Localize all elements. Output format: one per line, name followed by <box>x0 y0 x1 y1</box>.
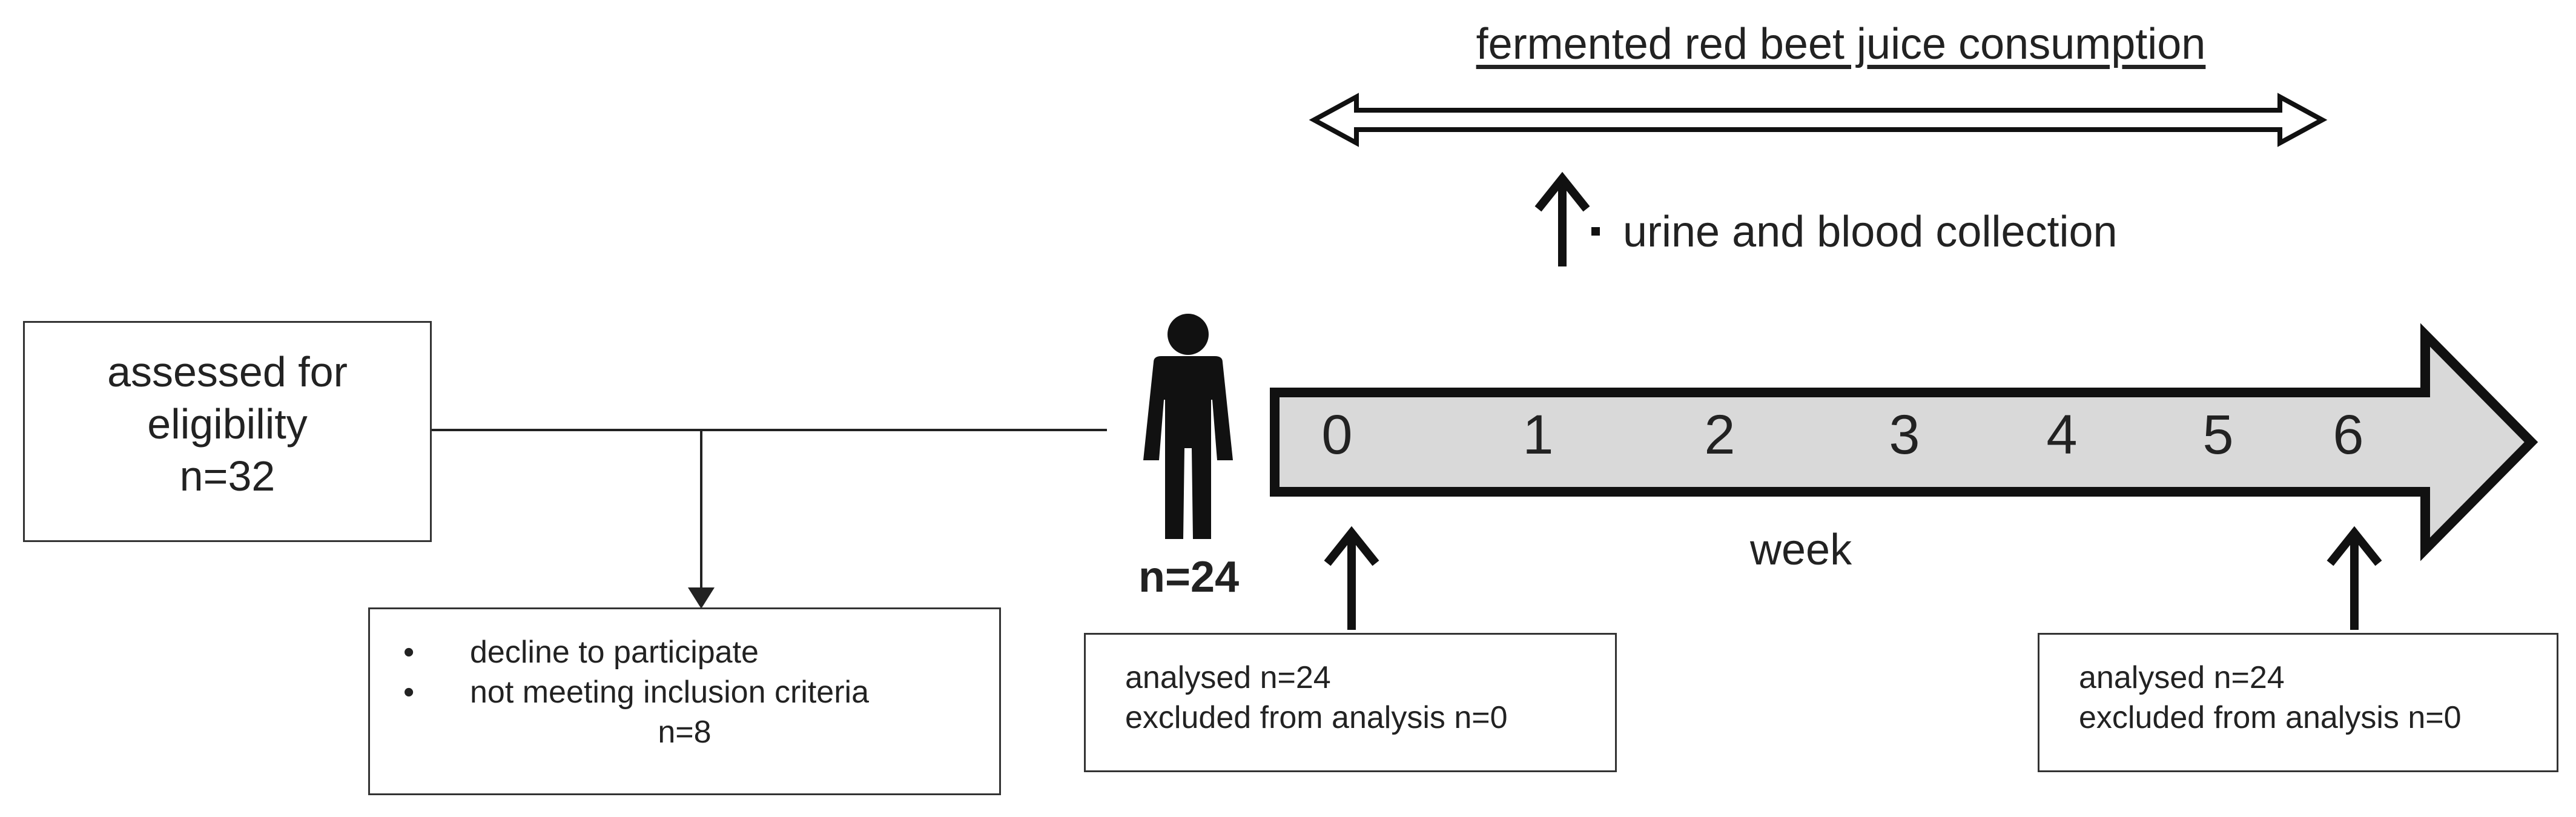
week-tick-label: 0 <box>1321 404 1353 466</box>
timeline-arrow <box>1270 323 2538 561</box>
week-tick-label: 4 <box>2046 404 2078 466</box>
enrolled-count: n=24 <box>1138 553 1240 601</box>
eligibility-line1: assessed for <box>107 348 348 395</box>
eligibility-connector <box>424 429 1107 590</box>
final-excluded: excluded from analysis n=0 <box>2079 700 2462 735</box>
week-tick-label: 2 <box>1704 404 1735 466</box>
exclusion-count: n=8 <box>658 715 712 750</box>
week-axis-label: week <box>1750 526 1852 574</box>
week-tick-label: 3 <box>1889 404 1920 466</box>
eligibility-box: assessed for eligibility n=32 <box>23 321 432 542</box>
baseline-analysed: analysed n=24 <box>1125 660 1331 695</box>
exclusion-item-label: decline to participate <box>470 635 759 670</box>
baseline-excluded: excluded from analysis n=0 <box>1125 700 1508 735</box>
person-icon <box>1143 314 1233 539</box>
eligibility-count: n=32 <box>179 452 276 500</box>
up-arrow-icon <box>2327 526 2382 630</box>
final-analysed: analysed n=24 <box>2079 660 2285 695</box>
week-tick-label: 6 <box>2333 404 2364 466</box>
bullet-icon: • <box>403 635 415 670</box>
intervention-title: fermented red beet juice consumption <box>1476 20 2206 68</box>
down-arrowhead-icon <box>688 587 715 609</box>
baseline-analysis-box: analysed n=24 excluded from analysis n=0 <box>1084 633 1617 772</box>
eligibility-line2: eligibility <box>147 400 308 448</box>
collection-note: urine and blood collection <box>1623 208 2118 256</box>
exclusion-item-label: not meeting inclusion criteria <box>470 675 869 710</box>
week-tick-label: 5 <box>2202 404 2234 466</box>
bullet-icon: • <box>403 675 415 710</box>
double-arrow-icon <box>1309 93 2328 147</box>
week-tick-label: 1 <box>1522 404 1554 466</box>
exclusion-item: • not meeting inclusion criteria <box>370 672 999 712</box>
up-arrow-icon <box>1534 171 1590 266</box>
exclusion-box: • decline to participate • not meeting i… <box>368 607 1001 795</box>
final-analysis-box: analysed n=24 excluded from analysis n=0 <box>2038 633 2558 772</box>
exclusion-item: • decline to participate <box>370 632 999 672</box>
bullet-icon <box>1591 227 1600 236</box>
up-arrow-icon <box>1324 526 1379 630</box>
